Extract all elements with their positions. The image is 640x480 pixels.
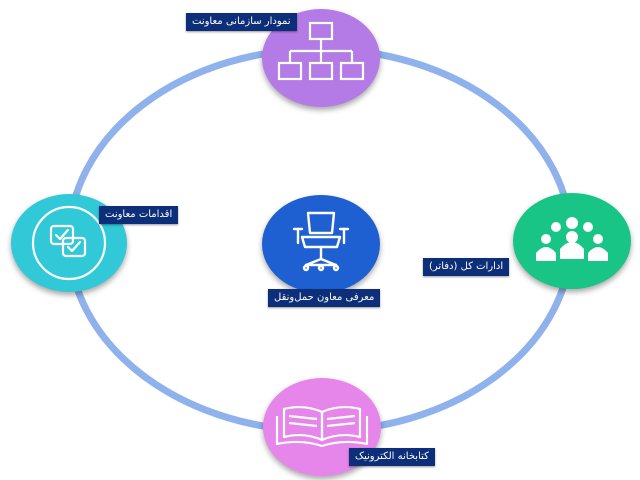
checklist-icon (31, 205, 107, 281)
people-group-icon (536, 217, 608, 261)
org-chart-icon (277, 21, 365, 81)
actions-label[interactable]: اقدامات معاونت (99, 206, 179, 224)
offices-node[interactable] (513, 193, 631, 289)
offices-label[interactable]: ادارات کل (دفاتر) (423, 258, 510, 276)
org-chart-label[interactable]: نمودار سازمانی معاونت (186, 13, 297, 31)
deputy-intro-node[interactable] (262, 195, 380, 293)
office-chair-icon (292, 211, 350, 272)
library-label[interactable]: کتابخانه الکترونیک (349, 448, 435, 466)
deputy-intro-label[interactable]: معرفی معاون حمل‌ونقل (268, 289, 381, 307)
open-book-icon (275, 405, 369, 448)
org-chart-node[interactable] (262, 9, 380, 107)
